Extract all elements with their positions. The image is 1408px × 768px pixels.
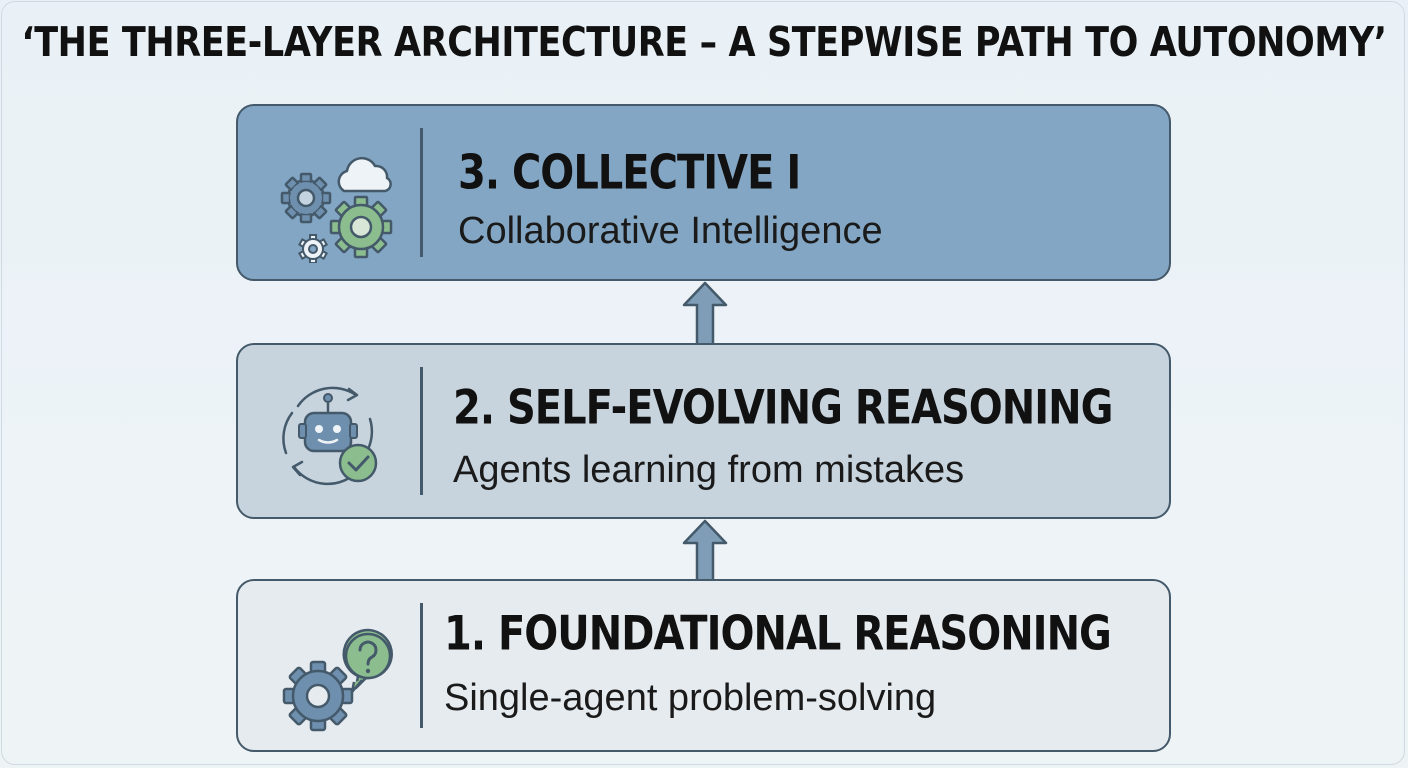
layer-subtitle: Single-agent problem-solving (444, 677, 937, 719)
layer-divider (420, 128, 423, 257)
layer-self-evolving: 2. SELF-EVOLVING REASONING Agents learni… (236, 343, 1171, 519)
layer-subtitle: Agents learning from mistakes (453, 449, 965, 491)
up-arrow-icon (682, 519, 728, 581)
layer-subtitle: Collaborative Intelligence (458, 210, 883, 252)
layer-title: 3. COLLECTIVE I (458, 146, 801, 201)
layer-foundational: 1. FOUNDATIONAL REASONING Single-agent p… (236, 579, 1171, 752)
layer-title: 1. FOUNDATIONAL REASONING (444, 607, 1112, 662)
gear-question-icon (282, 628, 393, 731)
layer-title: 2. SELF-EVOLVING REASONING (453, 381, 1113, 436)
diagram-title: ‘THE THREE-LAYER ARCHITECTURE – A STEPWI… (21, 19, 1387, 67)
layer-divider (420, 603, 423, 728)
gears-cloud-icon (280, 156, 393, 263)
robot-cycle-check-icon (282, 386, 378, 486)
up-arrow-icon (682, 281, 728, 345)
layer-divider (420, 367, 423, 495)
layer-collective: 3. COLLECTIVE I Collaborative Intelligen… (236, 104, 1171, 281)
